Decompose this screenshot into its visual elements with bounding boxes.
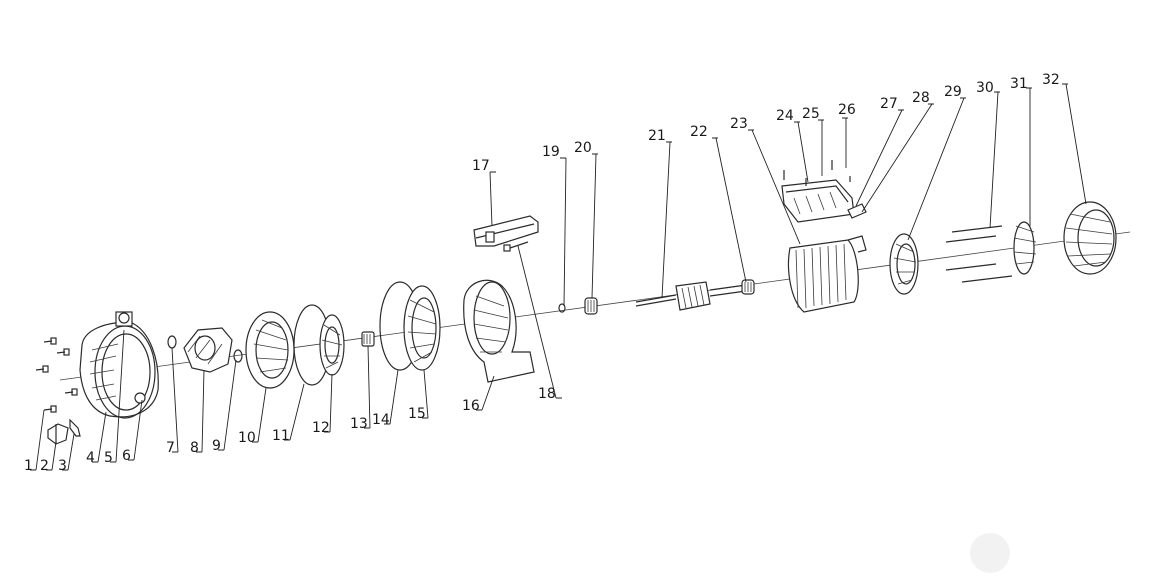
part-label-32: 32 bbox=[1042, 72, 1060, 88]
fan-cover bbox=[1063, 201, 1117, 275]
part-label-9: 9 bbox=[212, 438, 221, 454]
washer bbox=[558, 303, 566, 313]
rear-end-shield bbox=[889, 233, 919, 295]
part-label-10: 10 bbox=[238, 430, 256, 446]
o-ring bbox=[233, 349, 243, 363]
part-label-14: 14 bbox=[372, 412, 390, 428]
drain-plug bbox=[47, 423, 69, 445]
part-label-24: 24 bbox=[776, 108, 794, 124]
part-label-30: 30 bbox=[976, 80, 994, 96]
ejector bbox=[183, 327, 233, 373]
part-label-17: 17 bbox=[472, 158, 490, 174]
part-label-1: 1 bbox=[24, 458, 33, 474]
stator-housing bbox=[787, 235, 867, 313]
part-label-26: 26 bbox=[838, 102, 856, 118]
part-label-18: 18 bbox=[538, 386, 556, 402]
part-label-4: 4 bbox=[86, 450, 95, 466]
handle-screw bbox=[503, 241, 529, 252]
motor-bracket bbox=[463, 279, 535, 383]
part-label-2: 2 bbox=[40, 458, 49, 474]
pump-housing bbox=[79, 311, 159, 419]
carry-handle bbox=[473, 215, 539, 247]
mechanical-seal bbox=[361, 331, 375, 347]
part-label-11: 11 bbox=[272, 428, 290, 444]
rotor-shaft bbox=[635, 281, 747, 311]
o-ring-small bbox=[167, 335, 177, 349]
part-label-29: 29 bbox=[944, 84, 962, 100]
part-label-31: 31 bbox=[1010, 76, 1028, 92]
part-label-27: 27 bbox=[880, 96, 898, 112]
part-label-21: 21 bbox=[648, 128, 666, 144]
part-label-13: 13 bbox=[350, 416, 368, 432]
part-label-25: 25 bbox=[802, 106, 820, 122]
terminal-box bbox=[781, 160, 867, 223]
pin bbox=[69, 418, 81, 437]
tie-rods bbox=[945, 225, 1013, 283]
watermark-circle bbox=[970, 533, 1010, 573]
diffuser bbox=[245, 311, 295, 389]
leader-lines bbox=[30, 83, 1087, 471]
front-bearing bbox=[584, 297, 598, 315]
part-label-20: 20 bbox=[574, 140, 592, 156]
part-label-3: 3 bbox=[58, 458, 67, 474]
part-label-23: 23 bbox=[730, 116, 748, 132]
part-label-5: 5 bbox=[104, 450, 113, 466]
part-label-15: 15 bbox=[408, 406, 426, 422]
part-label-28: 28 bbox=[912, 90, 930, 106]
part-label-22: 22 bbox=[690, 124, 708, 140]
part-label-6: 6 bbox=[122, 448, 131, 464]
part-label-8: 8 bbox=[190, 440, 199, 456]
part-label-19: 19 bbox=[542, 144, 560, 160]
adapter-plate bbox=[403, 285, 441, 371]
part-label-12: 12 bbox=[312, 420, 330, 436]
cooling-fan bbox=[1013, 221, 1037, 275]
screws-left bbox=[35, 337, 78, 413]
rear-bearing bbox=[741, 279, 755, 295]
part-label-16: 16 bbox=[462, 398, 480, 414]
part-label-7: 7 bbox=[166, 440, 175, 456]
part-labels: 1 2 3 4 5 6 7 8 9 10 11 12 13 14 15 16 1… bbox=[24, 72, 1060, 474]
impeller bbox=[319, 314, 345, 376]
